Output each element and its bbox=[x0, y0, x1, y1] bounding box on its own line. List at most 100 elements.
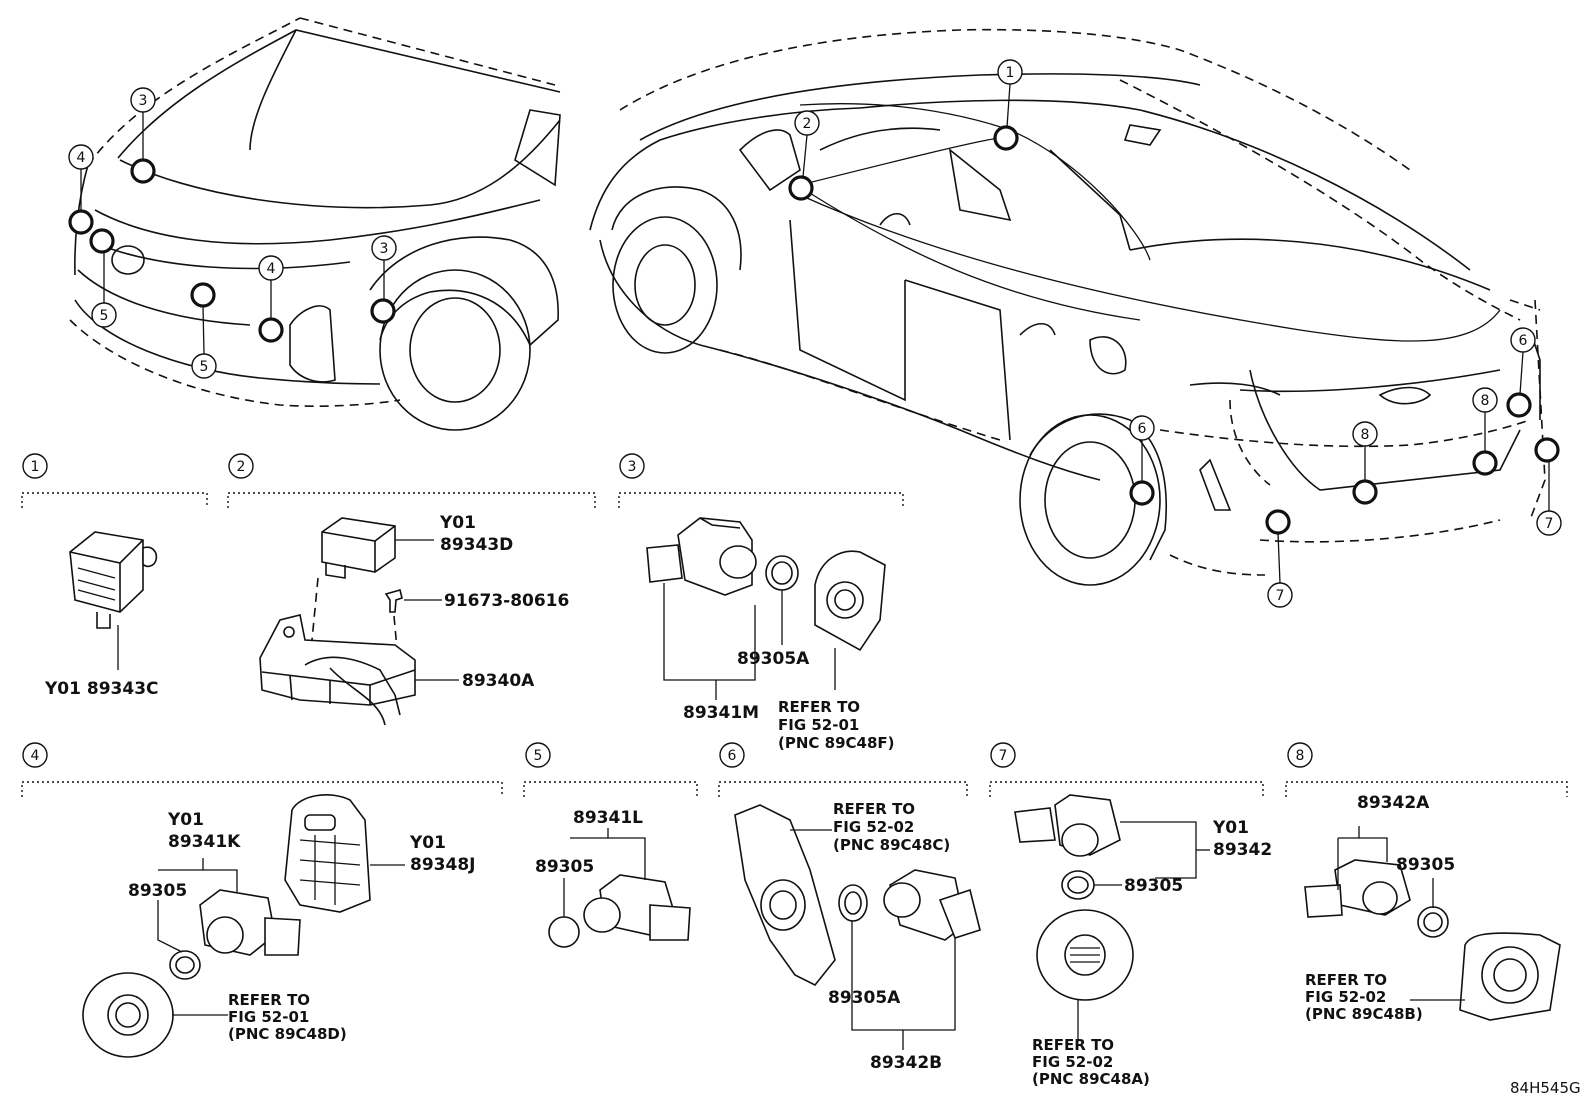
part-prefix: Y01 bbox=[409, 833, 446, 853]
rear-car-illustration bbox=[589, 28, 1546, 586]
group-brackets bbox=[21, 492, 1568, 797]
callout-number: 4 bbox=[258, 255, 284, 281]
callout-number: 6 bbox=[719, 742, 745, 768]
callout-number: 8 bbox=[1287, 742, 1313, 768]
part-number: 89305 bbox=[1396, 855, 1455, 875]
callout-circle bbox=[91, 302, 117, 328]
callout-leaders bbox=[80, 83, 1550, 584]
callout-circle bbox=[1510, 327, 1536, 353]
refer-note: (PNC 89C48A) bbox=[1032, 1070, 1150, 1088]
refer-note: FIG 52-02 bbox=[833, 818, 914, 836]
callout-label: 3 bbox=[380, 241, 389, 257]
callout-label: 6 bbox=[728, 748, 737, 764]
front-car-illustration bbox=[69, 17, 561, 431]
callout-circle bbox=[1472, 387, 1498, 413]
callout-label: 7 bbox=[1276, 588, 1285, 604]
part-number: 89342B bbox=[870, 1053, 942, 1073]
callout-label: 7 bbox=[1545, 516, 1554, 532]
callout-number: 7 bbox=[1267, 582, 1293, 608]
callout-label: 3 bbox=[139, 93, 148, 109]
callout-circle bbox=[1536, 510, 1562, 536]
callout-number: 3 bbox=[371, 235, 397, 261]
diagram-id: 84H545G bbox=[1510, 1079, 1581, 1097]
callout-circle bbox=[719, 742, 745, 768]
sensor-location-8 bbox=[1352, 479, 1378, 505]
callout-number: 3 bbox=[130, 87, 156, 113]
group-8-parts bbox=[1304, 826, 1561, 1021]
part-number: 89341M bbox=[683, 703, 759, 723]
sensor-location-6 bbox=[1506, 392, 1532, 418]
refer-note: FIG 52-01 bbox=[778, 716, 859, 734]
part-number: 89341L bbox=[573, 808, 643, 828]
part-number: 89348J bbox=[410, 855, 475, 875]
callout-circle bbox=[1352, 421, 1378, 447]
part-number: 89305 bbox=[535, 857, 594, 877]
part-number: 89305A bbox=[737, 649, 810, 669]
refer-note: (PNC 89C48F) bbox=[778, 734, 895, 752]
sensor-location-7 bbox=[1534, 437, 1560, 463]
part-number: 89343D bbox=[440, 535, 513, 555]
callout-circle bbox=[997, 59, 1023, 85]
callout-number: 5 bbox=[191, 353, 217, 379]
sensor-location-2 bbox=[788, 175, 814, 201]
callout-circle bbox=[371, 235, 397, 261]
part-number: 89342A bbox=[1357, 793, 1430, 813]
callout-number: 8 bbox=[1352, 421, 1378, 447]
part-number: 89305 bbox=[1124, 876, 1183, 896]
callout-number: 1 bbox=[997, 59, 1023, 85]
part-labels: Y01 89343C Y01 89343D 91673-80616 89340A… bbox=[44, 513, 1581, 1097]
refer-note: (PNC 89C48C) bbox=[833, 836, 950, 854]
refer-note: REFER TO bbox=[778, 698, 860, 716]
part-number: Y01 89343C bbox=[44, 679, 159, 699]
callout-label: 1 bbox=[31, 459, 40, 475]
sensor-location-3 bbox=[130, 158, 156, 184]
sensor-location-5 bbox=[190, 282, 216, 308]
callout-circle bbox=[1267, 582, 1293, 608]
callout-circle bbox=[191, 353, 217, 379]
callout-circle bbox=[68, 144, 94, 170]
part-prefix: Y01 bbox=[1212, 818, 1249, 838]
sensor-location-3 bbox=[370, 298, 396, 324]
callout-label: 2 bbox=[803, 116, 812, 132]
callout-circle bbox=[1287, 742, 1313, 768]
part-number: 91673-80616 bbox=[444, 591, 569, 611]
part-number: 89305A bbox=[828, 988, 901, 1008]
group-5-parts bbox=[548, 828, 691, 948]
callout-circle bbox=[130, 87, 156, 113]
sensor-location-8 bbox=[1472, 450, 1498, 476]
refer-note: REFER TO bbox=[228, 991, 310, 1009]
refer-note: FIG 52-02 bbox=[1305, 988, 1386, 1006]
refer-note: FIG 52-01 bbox=[228, 1008, 309, 1026]
group-6-parts bbox=[734, 804, 981, 1050]
callout-circle bbox=[228, 453, 254, 479]
car-callouts: 3 4 5 4 5 3 1 2 6 6 7 7 8 8 bbox=[68, 59, 1562, 608]
refer-note: REFER TO bbox=[1032, 1036, 1114, 1054]
group-3-parts bbox=[646, 517, 886, 700]
callout-circle bbox=[22, 453, 48, 479]
part-prefix: Y01 bbox=[167, 810, 204, 830]
callout-label: 5 bbox=[200, 359, 209, 375]
part-number: 89305 bbox=[128, 881, 187, 901]
callout-label: 6 bbox=[1138, 421, 1147, 437]
callout-circle bbox=[258, 255, 284, 281]
callout-circle bbox=[22, 742, 48, 768]
callout-number: 8 bbox=[1472, 387, 1498, 413]
refer-note: REFER TO bbox=[833, 800, 915, 818]
callout-number: 7 bbox=[990, 742, 1016, 768]
sensor-locations bbox=[68, 125, 1560, 535]
callout-circle bbox=[619, 453, 645, 479]
sensor-location-1 bbox=[993, 125, 1019, 151]
part-number: 89341K bbox=[168, 832, 241, 852]
callout-label: 8 bbox=[1481, 393, 1490, 409]
refer-note: (PNC 89C48D) bbox=[228, 1025, 347, 1043]
callout-number: 6 bbox=[1510, 327, 1536, 353]
callout-number: 4 bbox=[68, 144, 94, 170]
callout-number: 7 bbox=[1536, 510, 1562, 536]
refer-note: REFER TO bbox=[1305, 971, 1387, 989]
callout-circle bbox=[990, 742, 1016, 768]
sensor-location-5 bbox=[89, 228, 115, 254]
part-number: 89340A bbox=[462, 671, 535, 691]
callout-label: 5 bbox=[100, 308, 109, 324]
callout-circle bbox=[525, 742, 551, 768]
